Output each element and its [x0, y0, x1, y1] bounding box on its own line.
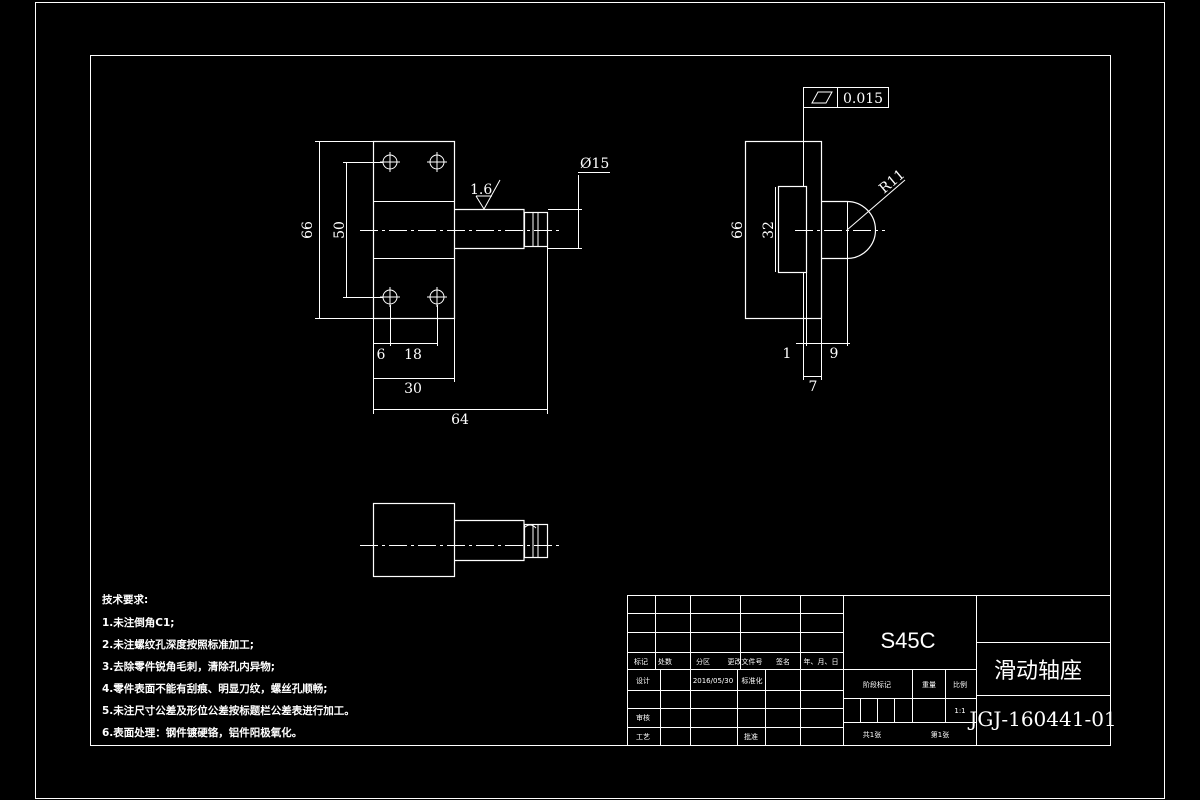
tb-sheets-total: 共1张: [863, 730, 881, 739]
dim-shaft-diameter: Ø15: [580, 156, 609, 172]
tb-material: S45C: [880, 628, 935, 653]
tb-label-ratio: 比例: [953, 680, 967, 689]
tech-req-item: 2.未注螺纹孔深度按照标准加工;: [102, 638, 254, 651]
tb-label-change-doc: 更改文件号: [728, 657, 763, 666]
dim-total-length: 64: [451, 412, 469, 428]
top-view: [360, 502, 560, 578]
tb-label-design: 设计: [636, 676, 650, 685]
dim-side-7: 7: [809, 379, 818, 395]
dim-side-radius: R11: [876, 167, 908, 197]
tech-req-item: 6.表面处理：钢件镀硬铬，铝件阳极氧化。: [102, 726, 302, 739]
tb-part-name: 滑动轴座: [994, 659, 1082, 684]
svg-text:1.6: 1.6: [470, 182, 492, 198]
hole-circles: [380, 152, 447, 307]
tb-label-process: 工艺: [636, 733, 650, 741]
dim-hole-span: 50: [332, 221, 348, 239]
dim-front-height: 66: [300, 221, 316, 239]
tb-design-date: 2016/05/30: [693, 677, 733, 685]
tech-req-item: 3.去除零件锐角毛刺，清除孔内异物;: [102, 660, 275, 673]
tb-label-date: 年、月、日: [804, 657, 839, 666]
svg-text:0.015: 0.015: [843, 91, 883, 107]
side-view: 66 32 R11 1 9 7 0.015: [730, 87, 908, 395]
tb-label-zone: 分区: [696, 657, 710, 666]
tb-label-stage-mark: 阶段标记: [863, 680, 891, 689]
tb-scale: 1:1: [954, 707, 965, 715]
dim-hole-pitch: 18: [404, 347, 422, 363]
tech-req-item: 1.未注倒角C1;: [102, 616, 175, 629]
tb-label-standardize: 标准化: [742, 676, 763, 685]
tech-requirements: 技术要求: 1.未注倒角C1; 2.未注螺纹孔深度按照标准加工; 3.去除零件锐…: [102, 593, 355, 739]
roughness-symbol: 1.6: [470, 179, 501, 210]
title-block: 标记 处数 分区 更改文件号 签名 年、月、日 设计 2016/05/30 标准…: [627, 595, 1117, 746]
dim-block-width: 30: [404, 381, 422, 397]
tb-sheet-no: 第1张: [931, 730, 949, 739]
dim-side-slot: 32: [761, 221, 777, 239]
dim-hole-offset: 6: [377, 347, 386, 363]
outer-border: [35, 2, 1165, 799]
tb-label-mark: 标记: [634, 657, 648, 666]
dim-side-height: 66: [730, 221, 746, 239]
dim-side-9: 9: [830, 346, 839, 362]
front-view: 66 50 6 18 30 64 Ø15 1.6: [300, 140, 610, 428]
tb-label-weight: 重量: [922, 681, 936, 689]
dim-side-1: 1: [783, 346, 792, 362]
tb-label-count: 处数: [658, 657, 672, 666]
tb-drawing-no: JGJ-160441-01: [967, 707, 1116, 731]
tech-req-item: 5.未注尺寸公差及形位公差按标题栏公差表进行加工。: [102, 704, 355, 717]
tech-req-item: 4.零件表面不能有刮痕、明显刀纹，螺丝孔顺畅;: [102, 682, 328, 695]
inner-border: [90, 55, 1111, 746]
flatness-tolerance-frame: 0.015: [803, 87, 889, 141]
tb-label-sign: 签名: [776, 657, 790, 666]
tb-label-review: 审核: [636, 713, 650, 722]
tech-req-title: 技术要求:: [102, 593, 148, 606]
tb-label-approve: 批准: [744, 732, 758, 741]
